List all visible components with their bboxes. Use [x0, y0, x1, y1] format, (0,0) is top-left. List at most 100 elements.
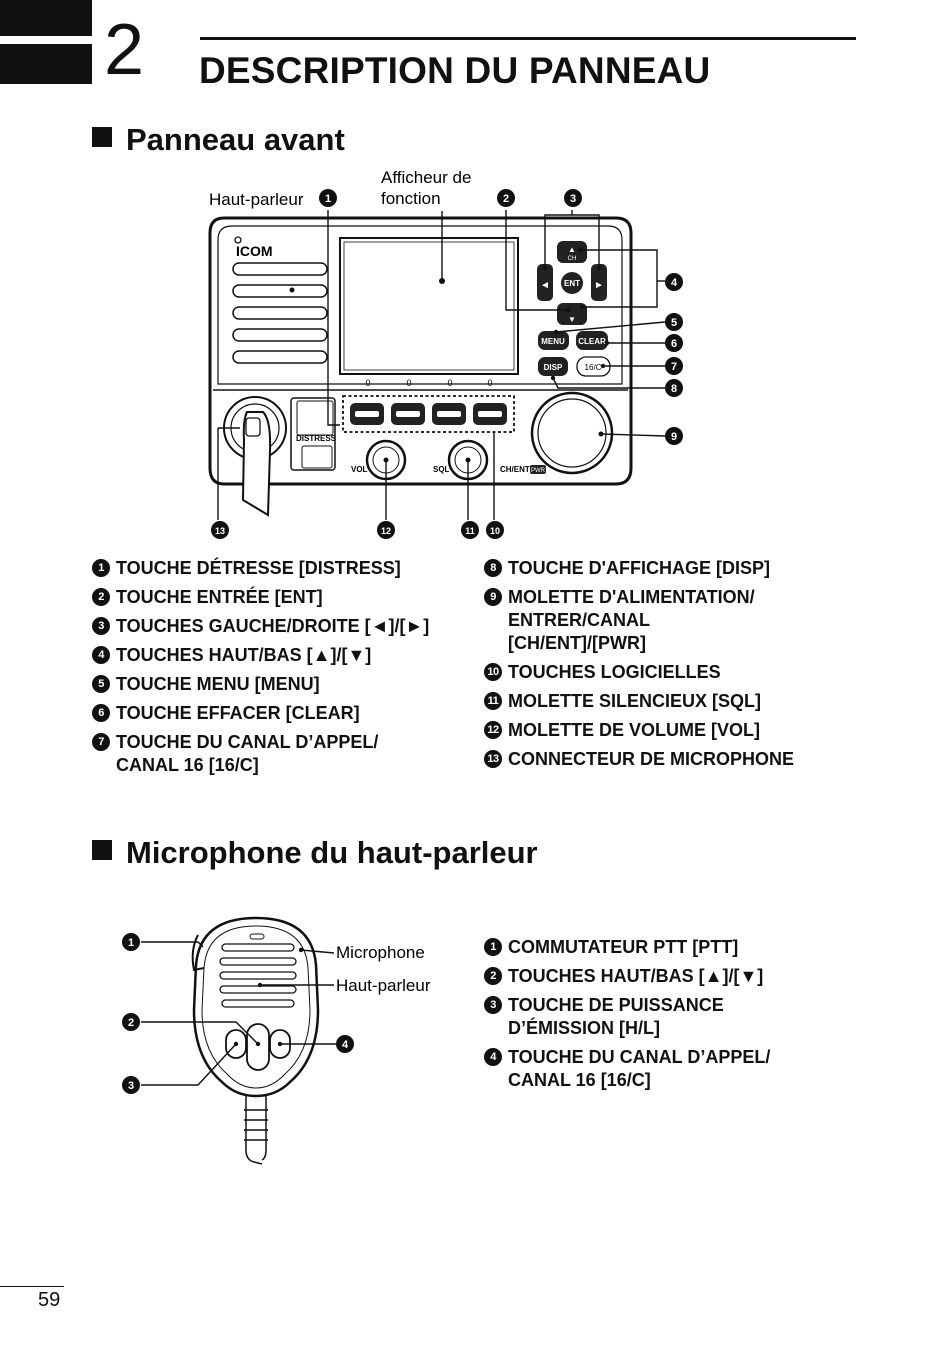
list-text: TOUCHE ENTRÉE [ENT]: [116, 587, 323, 607]
leader-lines: [217, 210, 666, 520]
list-number: 4: [484, 1048, 502, 1066]
svg-text:0: 0: [447, 378, 452, 388]
list-number: 8: [484, 559, 502, 577]
distress-label: DISTRESS: [296, 434, 337, 443]
list-number: 9: [484, 588, 502, 606]
section-title-mic: Microphone du haut-parleur: [92, 835, 538, 871]
section-title-mic-text: Microphone du haut-parleur: [126, 835, 538, 870]
mic-hl-key[interactable]: [225, 1029, 247, 1059]
pwr-label: PWR: [531, 468, 546, 474]
label-microphone: Microphone: [336, 943, 425, 962]
speaker-grille-icon: [232, 262, 328, 364]
callout-10: 10: [490, 526, 500, 536]
mic-body: [191, 916, 320, 1098]
menu-key[interactable]: [538, 331, 569, 350]
label-display-2: fonction: [381, 189, 441, 208]
softkeys-outline: [342, 395, 515, 433]
mic-callouts: 1 2 3 4: [122, 933, 354, 1094]
up-key[interactable]: [557, 241, 587, 263]
callout-3: 3: [570, 193, 576, 205]
callout-1: 1: [325, 193, 331, 205]
clear-key[interactable]: [576, 331, 608, 350]
list-item: 3 TOUCHE DE PUISSANCE D’ÉMISSION [H/L]: [484, 994, 778, 1040]
callout-2: 2: [503, 193, 509, 205]
chapter-number: 2: [104, 10, 145, 90]
list-text: MOLETTE SILENCIEUX [SQL]: [508, 691, 762, 711]
16c-key-label: 16/C: [585, 363, 602, 372]
distress-key[interactable]: DISTRESS: [290, 397, 337, 471]
mic-updown-key[interactable]: [246, 1023, 270, 1071]
chapter-tab-top: [0, 0, 92, 36]
up-key-label: CH: [568, 256, 577, 262]
front-callouts: 1 2 3 4 5 6 7 8 9 10 11 12 13: [211, 189, 683, 539]
list-number: 12: [484, 721, 502, 739]
svg-text:▲: ▲: [568, 245, 576, 254]
chent-knob[interactable]: [530, 391, 614, 475]
mic-grille-icon: [219, 943, 297, 1008]
svg-text:0: 0: [365, 378, 370, 388]
list-item: 8 TOUCHE D'AFFICHAGE [DISP]: [484, 557, 834, 580]
down-key[interactable]: [557, 303, 587, 325]
mic-16c-key[interactable]: [269, 1029, 291, 1059]
list-item: 7 TOUCHE DU CANAL D’APPEL/ CANAL 16 [16/C…: [92, 731, 416, 777]
section-square-icon: [92, 840, 112, 860]
callout-5: 5: [671, 317, 677, 329]
right-key[interactable]: [591, 264, 607, 301]
list-number: 1: [484, 938, 502, 956]
callout-11: 11: [465, 526, 475, 536]
callout-13: 13: [215, 526, 225, 536]
list-number: 2: [92, 588, 110, 606]
leader-dots: [542, 247, 610, 437]
callout-9: 9: [671, 431, 677, 443]
list-item: 11 MOLETTE SILENCIEUX [SQL]: [484, 690, 834, 713]
page-rule: [0, 1286, 64, 1287]
brand-indicator-icon: [234, 236, 242, 244]
menu-key-label: MENU: [541, 337, 565, 346]
list-text: TOUCHE D'AFFICHAGE [DISP]: [508, 558, 770, 578]
function-keys: MENU CLEAR DISP 16/C: [538, 331, 611, 377]
ent-key[interactable]: [561, 272, 583, 294]
list-number: 3: [484, 996, 502, 1014]
mic-cord: [244, 1096, 268, 1165]
disp-key[interactable]: [538, 357, 568, 376]
mic-callout-1: 1: [128, 937, 134, 949]
list-text: TOUCHE DE PUISSANCE D’ÉMISSION [H/L]: [508, 995, 724, 1038]
front-panel-diagram: Haut-parleur Afficheur de fonction ICOM …: [208, 168, 683, 539]
mic-callout-4: 4: [342, 1039, 349, 1051]
left-key[interactable]: [537, 264, 553, 301]
list-text: TOUCHE DU CANAL D’APPEL/ CANAL 16 [16/C]: [508, 1047, 771, 1090]
mic-keys: [225, 1023, 291, 1071]
vol-label: VOL: [351, 465, 368, 474]
chapter-tab-bottom: [0, 44, 92, 84]
list-number: 7: [92, 733, 110, 751]
list-text: TOUCHE DU CANAL D’APPEL/ CANAL 16 [16/C]: [116, 732, 379, 775]
clear-key-label: CLEAR: [578, 337, 606, 346]
svg-text:◄: ◄: [540, 280, 550, 291]
list-text: TOUCHE EFFACER [CLEAR]: [116, 703, 360, 723]
sql-label: SQL: [433, 465, 450, 474]
mic-callout-3: 3: [128, 1080, 134, 1092]
svg-text:▼: ▼: [568, 315, 576, 324]
mic-leader-lines: [141, 941, 337, 1086]
section-square-icon: [92, 127, 112, 147]
list-text: TOUCHES HAUT/BAS [▲]/[▼]: [508, 966, 764, 986]
disp-key-label: DISP: [544, 363, 563, 372]
callout-6: 6: [671, 338, 677, 350]
list-text: TOUCHES HAUT/BAS [▲]/[▼]: [116, 645, 372, 665]
list-number: 11: [484, 692, 502, 710]
function-display: [339, 237, 519, 375]
speaker-pointer-dot: [289, 287, 295, 293]
label-display-1: Afficheur de: [381, 168, 471, 187]
nav-keys: ▲ CH ◄ ► ENT ▼: [537, 241, 607, 325]
mic-leader-dots: [233, 947, 304, 1047]
